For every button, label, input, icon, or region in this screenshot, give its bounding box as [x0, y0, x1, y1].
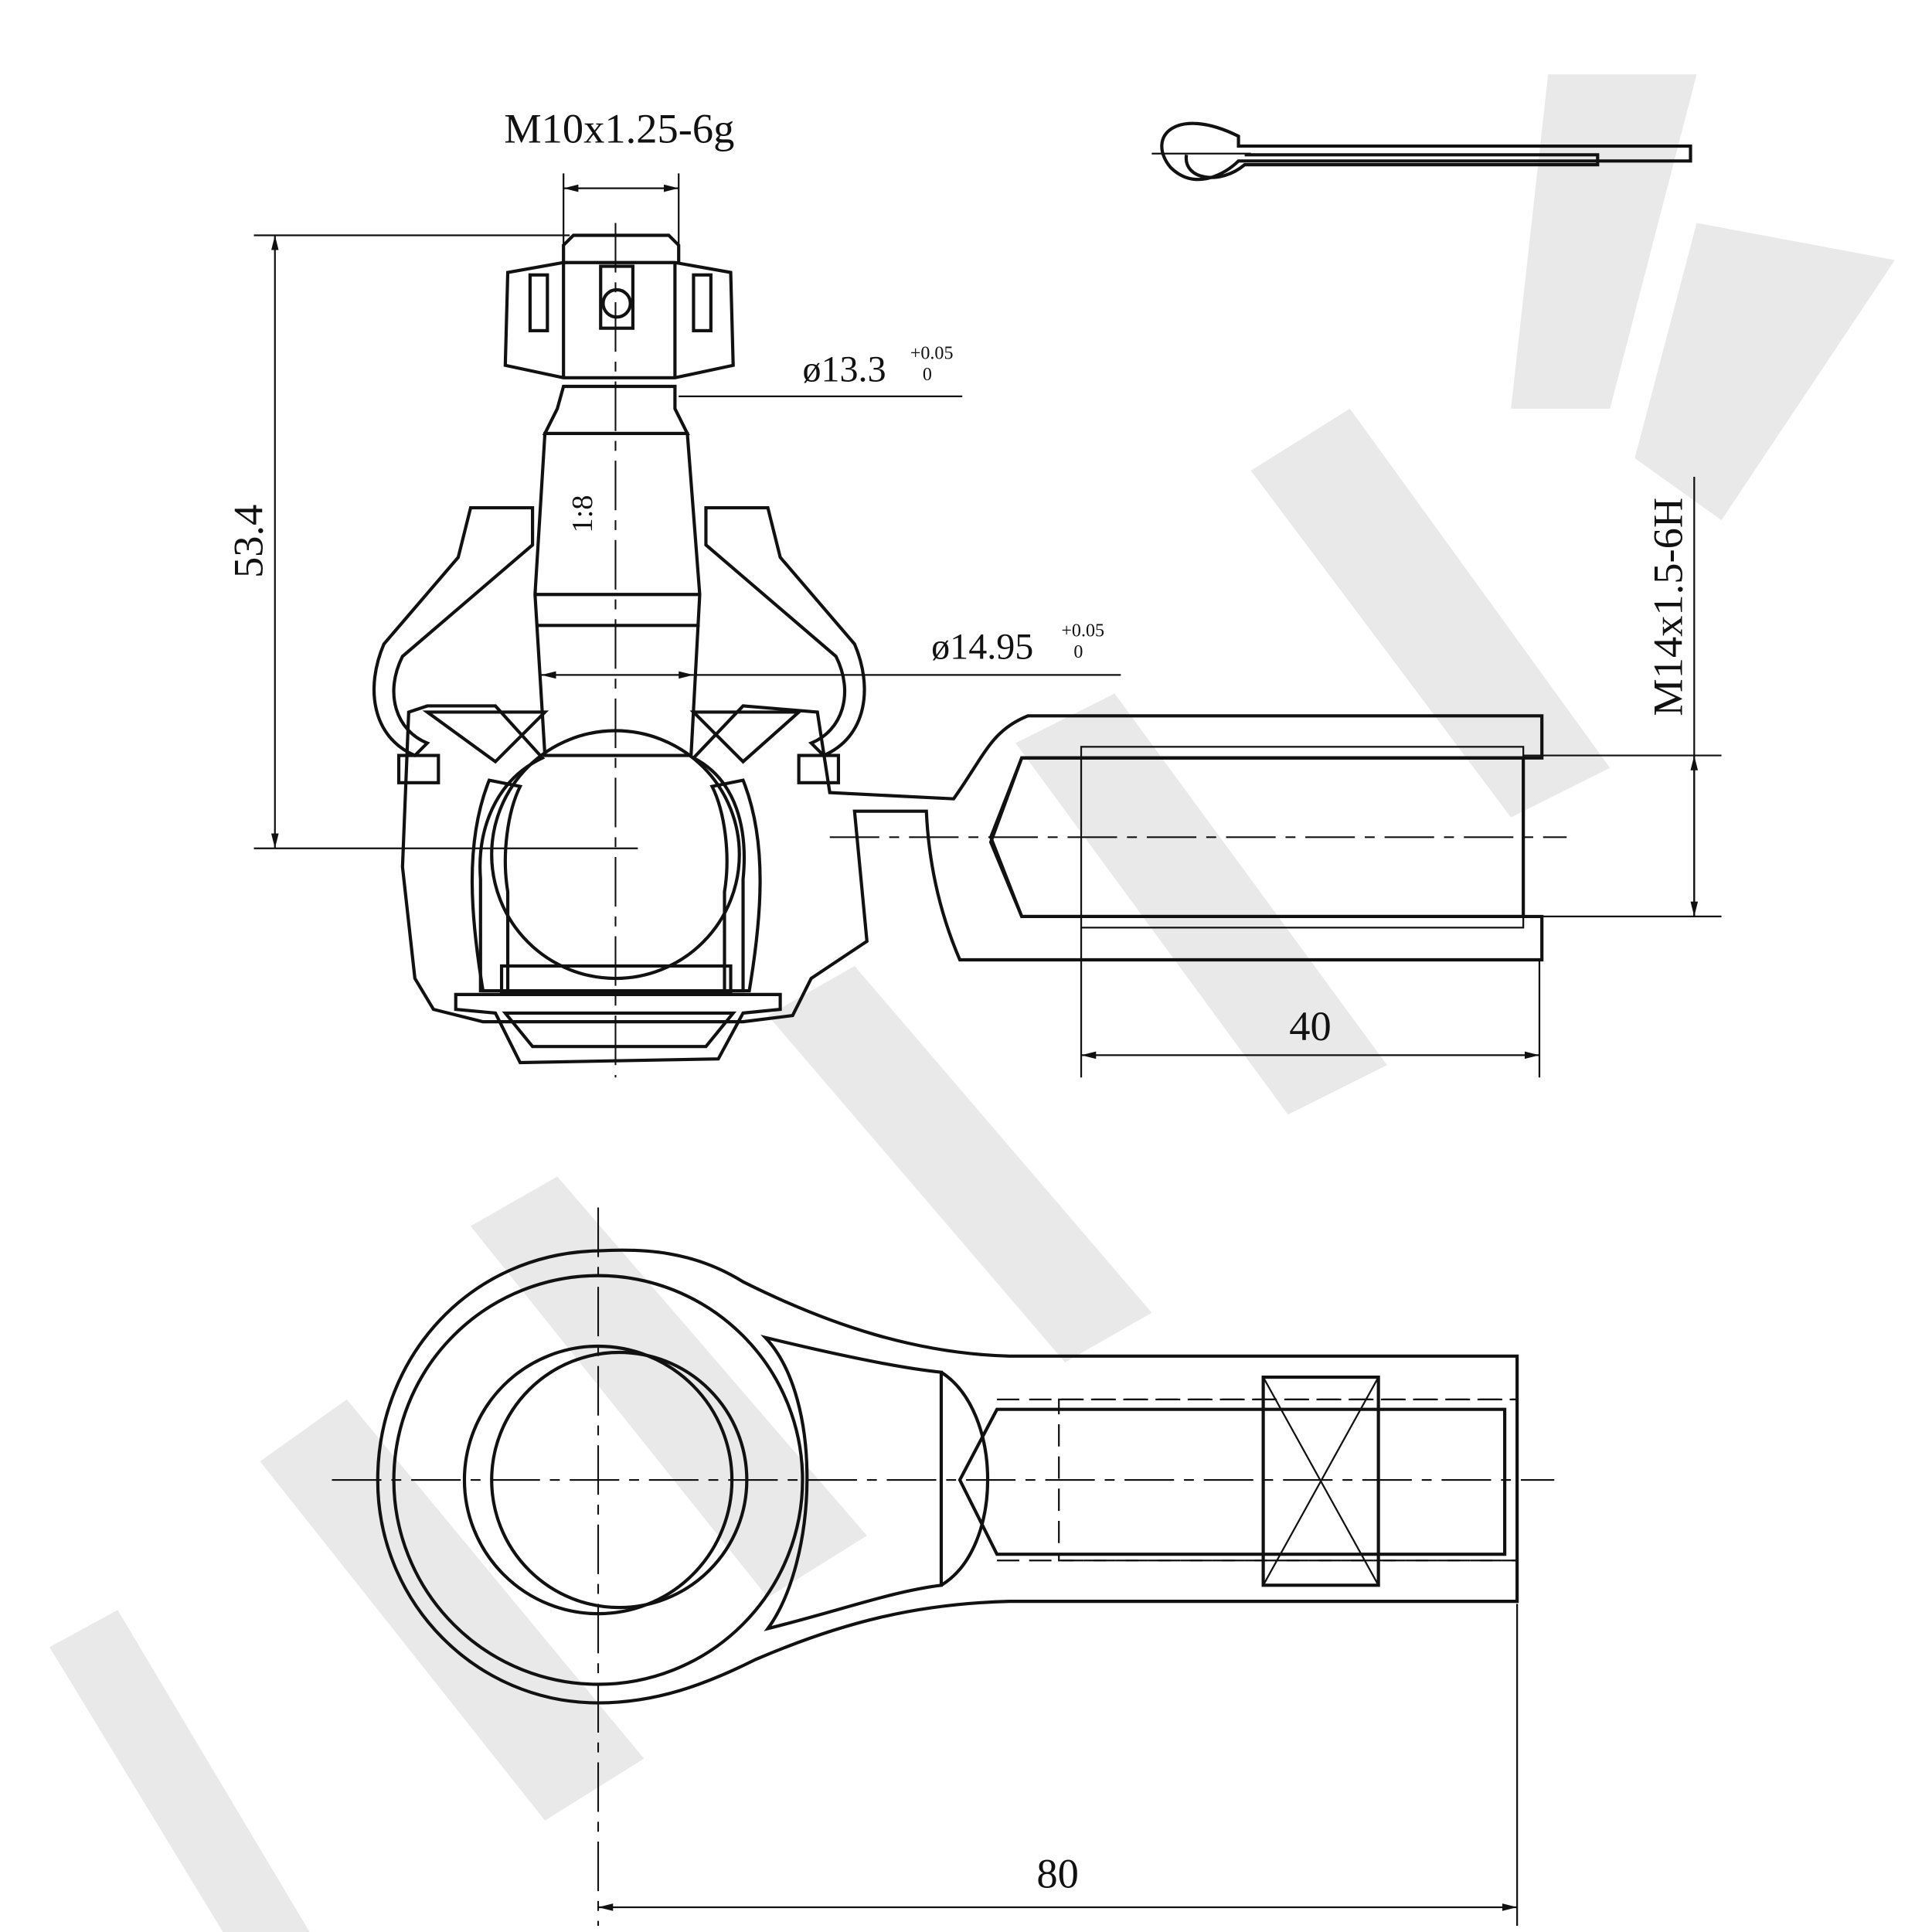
taper-ratio-label: 1:8	[566, 495, 599, 532]
height-label: 53.4	[225, 505, 272, 578]
dimension-overall-length: 80	[598, 1604, 1519, 1926]
ball-tolerance-lower: 0	[1073, 642, 1083, 662]
dust-boot	[372, 505, 535, 758]
taper-tolerance-lower: 0	[923, 365, 932, 385]
eye-outline	[376, 1248, 1519, 1705]
inner-thread-label: M14x1.5-6H	[1644, 498, 1691, 716]
side-section-view	[253, 223, 1567, 1078]
dimensions-top: M10x1.25-6g 53.4 ø13.3 +0.05 0 1:8 ø14.9…	[225, 104, 1722, 1078]
watermark-logo	[49, 74, 1895, 1932]
bearing-liner	[470, 778, 523, 993]
plan-view	[332, 1207, 1555, 1926]
thread-depth-label: 40	[1289, 1002, 1331, 1049]
castle-nut	[503, 233, 735, 379]
taper-diameter-label: ø13.3	[802, 349, 886, 390]
ball-diameter-label: ø14.95	[931, 627, 1033, 668]
housing-section	[400, 704, 1544, 1024]
stud-thread-label: M10x1.25-6g	[504, 104, 734, 151]
bottom-plug	[454, 992, 782, 1065]
ball-tolerance-upper: +0.05	[1061, 621, 1104, 641]
overall-length-label: 80	[1036, 1849, 1078, 1896]
taper-tolerance-upper: +0.05	[910, 344, 954, 364]
cotter-pin	[1151, 121, 1692, 182]
